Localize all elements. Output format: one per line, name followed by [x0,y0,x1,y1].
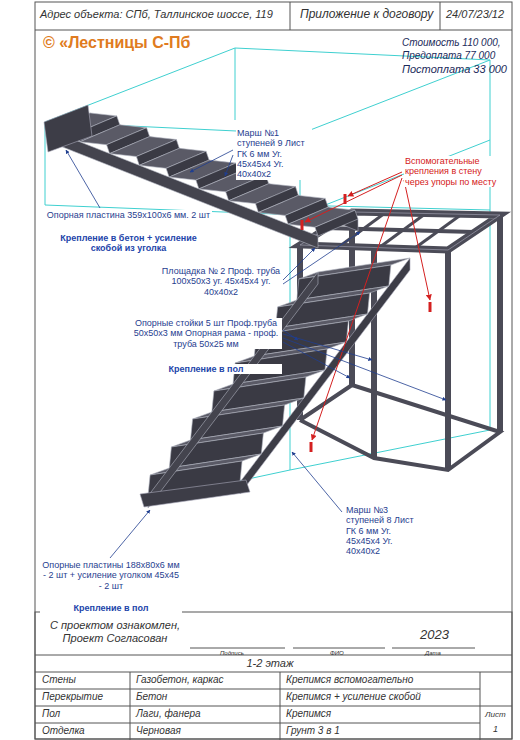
table-cell: Отделка [42,725,85,737]
callout-note: Опорные пластины 188х80х6 мм - 2 шт + ус… [40,560,182,591]
order-number: 24/07/23/12 [446,8,504,21]
support-plate [44,105,250,507]
callout-note: Крепление в пол [130,364,282,374]
callout-note: Опорные стойки 5 шт Проф.труба 50х50х3 м… [130,318,282,349]
stringer [148,272,318,508]
floor-frame [300,385,500,470]
table-cell: Лаги, фанера [136,708,201,720]
table-cell: Грунт 3 в 1 [286,725,340,737]
callout-note: Вспомогательные крепления в стену через … [404,156,506,187]
table-cell: Крепимся [286,708,331,720]
wall-anchor-arrow [305,172,430,440]
field-caption: Подпись [220,650,244,657]
price-text: Постоплата 33 000 [402,63,507,76]
table-cell: Крепимся вспомогательно [286,674,413,686]
table-cell: 1 [493,724,498,734]
table-cell: Перекрытие [42,691,103,703]
table-cell: Лист [485,710,506,719]
price-text: Предоплата 77 000 [402,50,495,62]
callout-note: Марш №3 ступеней 8 Лист ГК 6 мм Уг. 45х4… [345,505,421,557]
callout-note: Опорная пластина 359х100х6 мм. 2 шт [45,210,212,220]
address-text: Адрес объекта: СПб, Таллинское шоссе, 11… [40,8,273,21]
floor-caption: 1-2 этаж [170,657,370,670]
watermark: © «Лестницы С-Пб [42,34,192,52]
table-cell: Пол [42,708,60,720]
callout-note: Крепление в бетон + усиление скобой из у… [45,233,212,254]
approval-text: С проектом ознакомлен, Проект Согласован [45,619,185,644]
wall-anchor [302,194,430,452]
callout-note: Марш №1 ступеней 9 Лист ГК 6 мм Уг. 45х4… [236,128,312,180]
year-text: 2023 [420,628,449,643]
field-caption: Дата [425,650,441,657]
title-block [35,612,512,740]
envelope-box [45,48,490,500]
callout-note: Крепление в пол [40,603,182,613]
table-cell: Черновая [136,725,181,737]
callout-note: Площадка № 2 Проф. труба 100х50х3 уг. 45… [160,266,282,297]
stair-flight [50,113,358,248]
sheet-frame [35,2,512,739]
sheet-title: Приложение к договору [300,8,433,22]
table-cell: Газобетон, каркас [136,674,224,686]
field-caption: ФИО [330,650,344,657]
price-text: Стоимость 110 000, [402,37,501,49]
table-cell: Бетон [136,691,167,703]
table-cell: Крепимся + усиление скобой [286,691,421,703]
stair-flight [148,258,410,508]
table-cell: Стены [42,674,76,686]
